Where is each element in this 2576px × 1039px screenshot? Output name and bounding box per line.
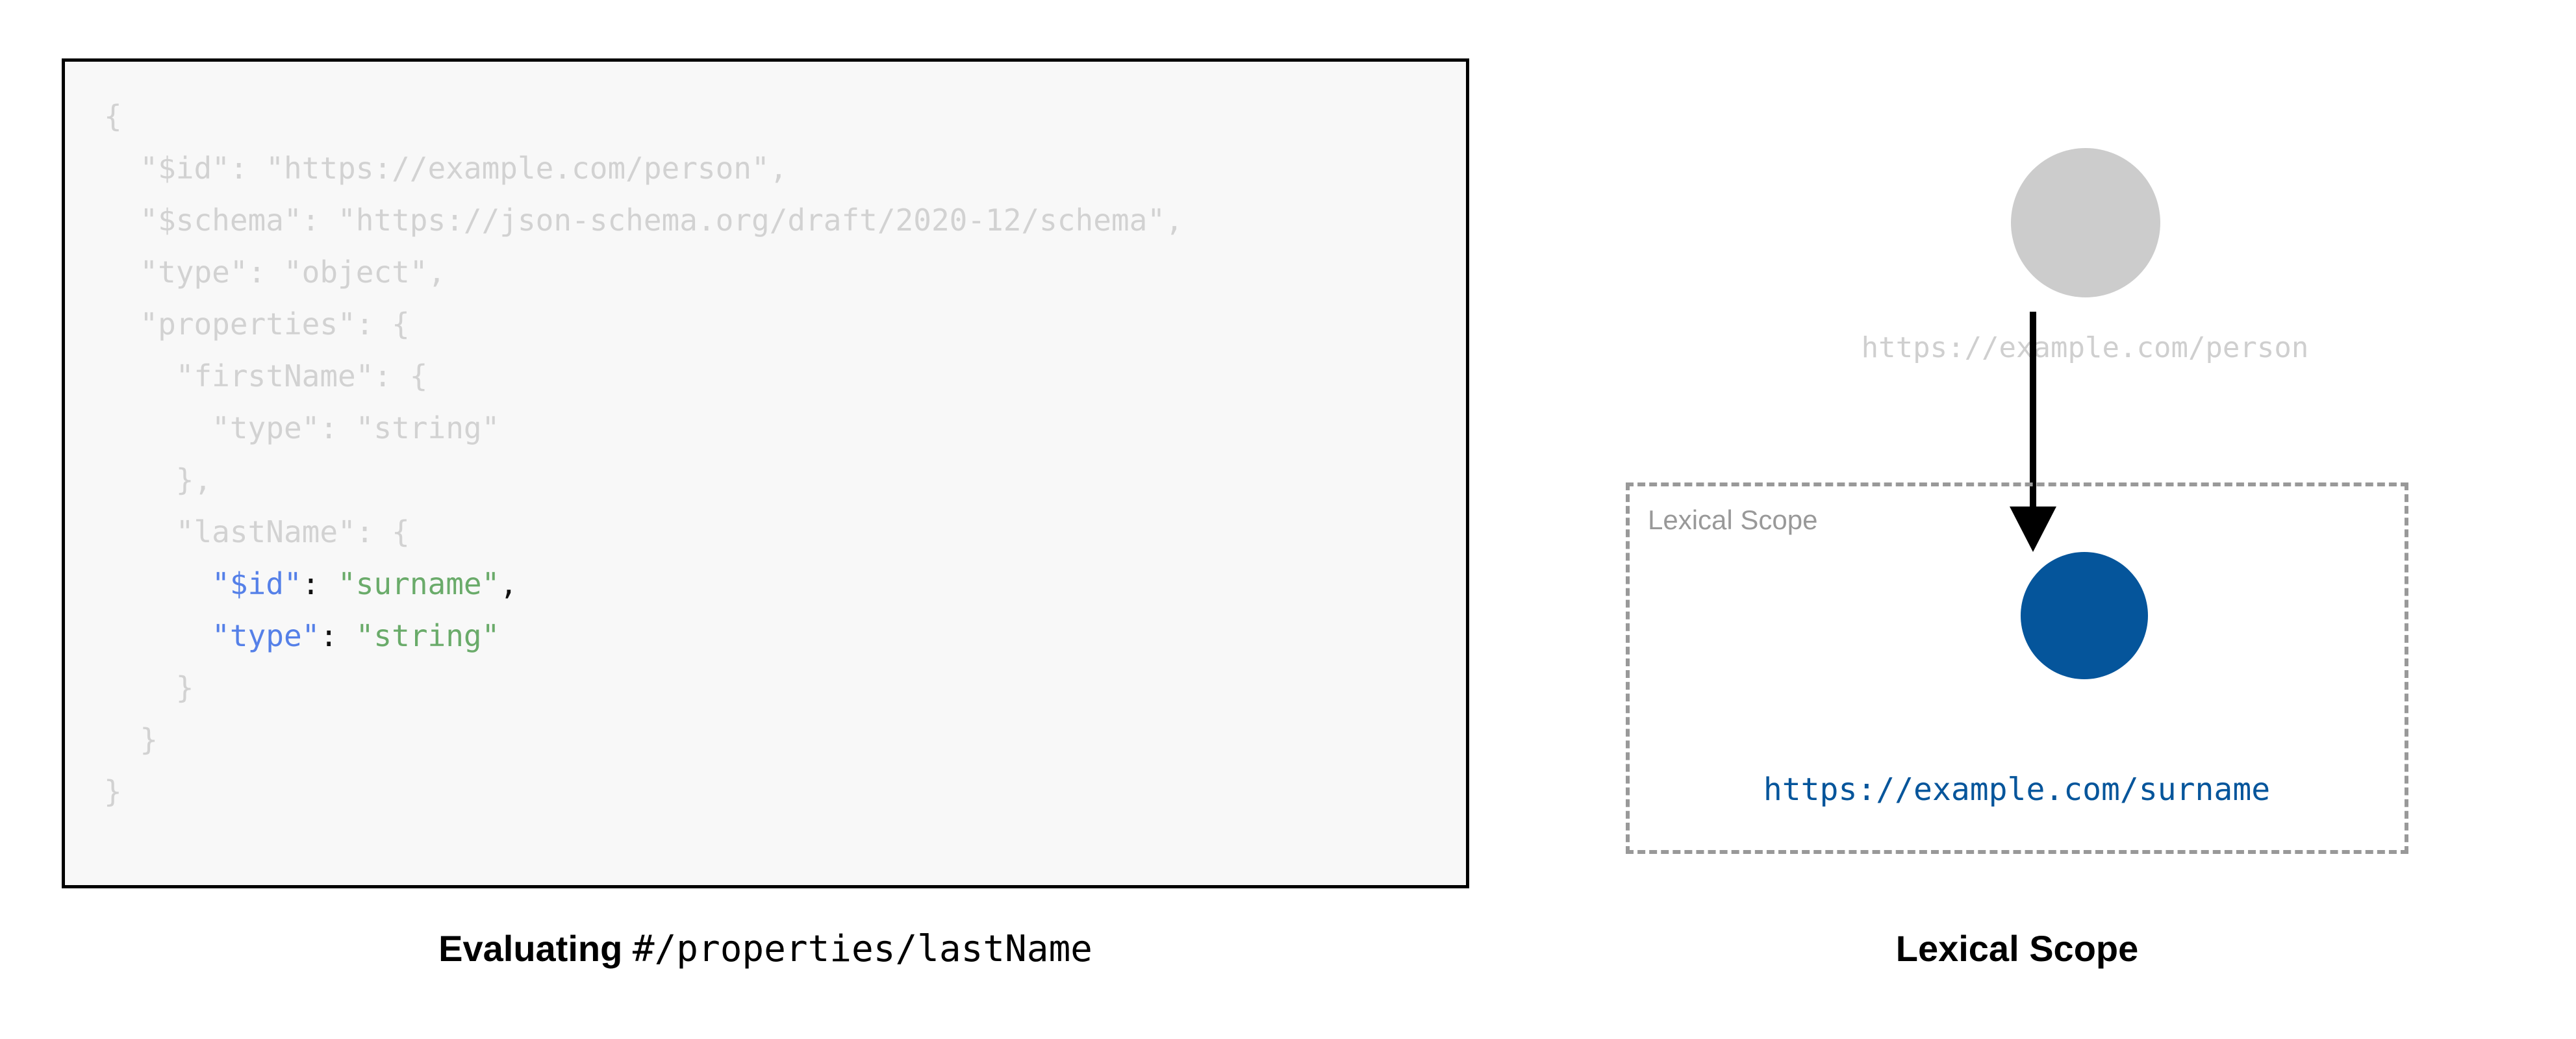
code-line: } [104,670,194,705]
code-line: "type": "string" [104,410,500,445]
caption-json-pointer: #/properties/lastName [632,928,1092,970]
right-panel-caption: Lexical Scope [1895,928,2139,969]
code-line: "type": "object", [104,255,446,290]
code-line: } [104,722,158,757]
code-line: { [104,99,122,134]
outer-resource-node-label: https://example.com/person [1861,331,2309,364]
inner-resource-node-circle-icon [2021,552,2148,679]
code-line: "properties": { [104,307,410,342]
code-lines-container: { "$id": "https://example.com/person", "… [104,90,1183,818]
code-line: } [104,774,122,809]
code-line: "lastName": { [104,514,410,549]
code-token-key: "$id" [212,566,302,601]
json-schema-code-block: { "$id": "https://example.com/person", "… [62,58,1469,888]
code-token-key: "type" [212,618,320,653]
code-line: "$id": "surname", [212,566,518,601]
code-token-string: "string" [355,618,500,653]
code-line: "firstName": { [104,358,428,394]
code-line: }, [104,462,212,497]
code-token-string: "surname" [338,566,500,601]
lexical-scope-inner-label: Lexical Scope [1648,505,1818,535]
outer-resource-node-circle-icon [2011,148,2160,297]
lexical-scope-boundary-box: Lexical Scope [1626,482,2408,854]
code-line: "type": "string" [212,618,500,653]
code-line: "$schema": "https://json-schema.org/draf… [104,203,1183,238]
left-panel-caption: Evaluating #/properties/lastName [62,927,1469,970]
inner-resource-node-label: https://example.com/surname [1763,771,2271,808]
lexical-scope-diagram-panel: https://example.com/person Lexical Scope… [1533,0,2576,1039]
schema-code-panel: { "$id": "https://example.com/person", "… [62,58,1469,970]
caption-evaluating-label: Evaluating [438,928,623,969]
code-line: "$id": "https://example.com/person", [104,151,788,186]
